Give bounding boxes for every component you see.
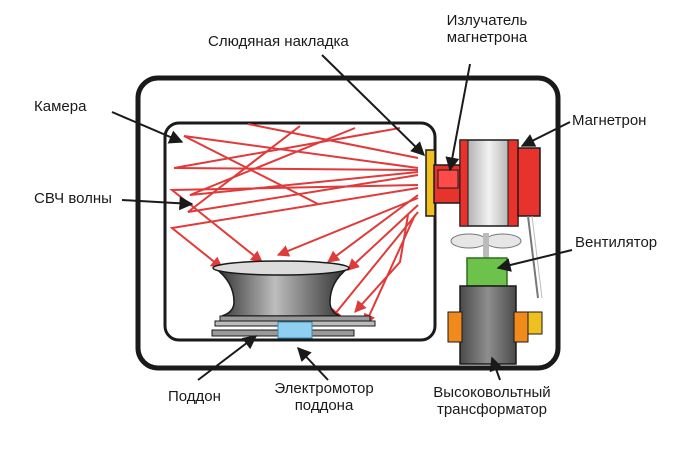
capacitor — [527, 311, 543, 335]
fan-blade — [450, 233, 488, 249]
label-transformer-line1: Высоковольтный — [433, 384, 551, 401]
transformer-coil-right — [513, 311, 529, 343]
leader-magnetron — [520, 121, 571, 147]
turntable-rim — [212, 260, 350, 276]
magnetron-terminal — [517, 147, 541, 217]
label-emitter-line2: магнетрона — [446, 29, 528, 46]
high-voltage-transformer — [447, 285, 543, 365]
leader-waves — [121, 196, 194, 211]
label-magnetron: Магнетрон — [572, 112, 647, 129]
wave-ray — [189, 127, 419, 196]
label-fan: Вентилятор — [575, 234, 658, 251]
wire — [531, 215, 543, 299]
label-transformer: Высоковольтный трансформатор — [414, 384, 570, 418]
leader-transformer — [489, 356, 503, 381]
wire — [527, 215, 539, 299]
label-microwaves: СВЧ волны — [34, 190, 112, 207]
turntable — [211, 260, 376, 339]
magnetron-emitter — [437, 169, 459, 189]
transformer-core — [459, 285, 517, 365]
leader-fan — [496, 249, 573, 272]
magnetron-flange-right — [507, 139, 519, 227]
label-magnetron-emitter: Излучатель магнетрона — [425, 12, 549, 46]
microwave-casing — [135, 75, 561, 371]
magnetron-flange-left — [459, 139, 469, 227]
fan — [450, 233, 522, 287]
wave-ray — [327, 194, 419, 263]
fan-hub — [483, 233, 489, 259]
label-tray-motor-line1: Электромотор — [274, 380, 374, 397]
label-tray-motor: Электромотор поддона — [262, 380, 386, 414]
wave-ray — [276, 197, 419, 257]
fan-blade — [484, 233, 522, 249]
label-emitter-line1: Излучатель — [446, 12, 528, 29]
leader-mica — [321, 54, 425, 156]
wave-ray — [169, 187, 419, 269]
fan-motor — [466, 257, 508, 287]
label-tray: Поддон — [168, 388, 221, 405]
wave-ray — [247, 123, 419, 159]
wave-ray — [354, 214, 409, 313]
wave-ray — [183, 135, 419, 205]
label-transformer-line2: трансформатор — [436, 401, 548, 418]
label-mica-cover: Слюдяная накладка — [208, 33, 349, 50]
wave-ray — [329, 211, 419, 321]
tray-plate-top — [219, 315, 371, 322]
leader-lines — [111, 54, 573, 381]
cooking-chamber — [163, 121, 437, 342]
label-chamber: Камера — [34, 98, 87, 115]
leader-tray-motor — [297, 346, 329, 381]
wave-ray — [364, 214, 416, 327]
wave-ray — [169, 184, 419, 263]
leader-chamber — [111, 111, 184, 144]
tray-motor — [277, 321, 313, 339]
label-tray-motor-line2: поддона — [294, 397, 354, 414]
leader-tray — [197, 335, 258, 381]
wave-ray — [347, 204, 419, 271]
microwave-rays — [169, 123, 419, 327]
leader-emitter — [445, 63, 471, 172]
transformer-coil-left — [447, 311, 463, 343]
